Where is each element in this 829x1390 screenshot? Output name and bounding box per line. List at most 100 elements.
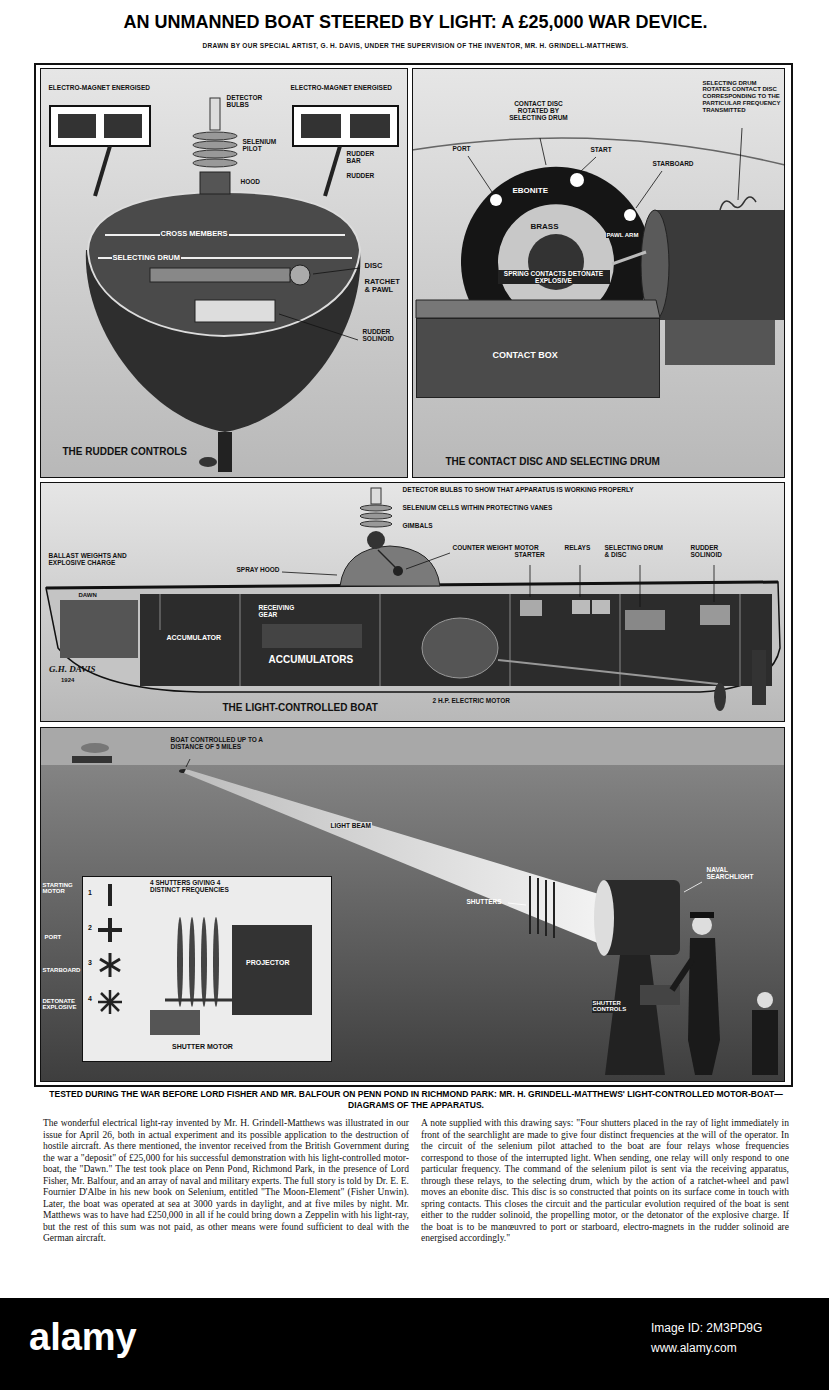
selecting-drum (625, 610, 665, 630)
part-label: GIMBALS (402, 522, 434, 529)
part-label: MOTOR STARTER (514, 544, 558, 559)
part-label: RUDDER SOLINOID (690, 544, 752, 559)
shutter (553, 882, 555, 938)
motor-starter (520, 600, 542, 616)
searchlight-lens (594, 880, 614, 956)
leader-line (508, 903, 526, 905)
part-label: DAWN (78, 592, 98, 599)
magnet-coil (301, 114, 341, 138)
part-label: SELECTING DRUM & DISC (604, 544, 666, 559)
contact-box-top (416, 300, 660, 318)
magnet-coil (350, 114, 390, 138)
watermark: alamy (28, 1316, 138, 1360)
leader-line (580, 565, 581, 597)
part-label: STARBOARD (652, 160, 695, 167)
part-label: SHUTTER MOTOR (171, 1043, 234, 1051)
drum-base (665, 320, 775, 365)
electro-magnet (293, 106, 398, 146)
part-label: SHUTTER CONTROLS (592, 1000, 638, 1014)
body-text: A note supplied with this drawing says: … (420, 1118, 790, 1245)
propeller (714, 683, 726, 711)
leader-line (580, 157, 596, 172)
shutter-blade (189, 917, 195, 1007)
part-label: STARBOARD (42, 967, 82, 974)
selenium-vane (193, 141, 237, 149)
selenium-vane (360, 513, 392, 519)
selenium-vane (193, 132, 237, 140)
part-label: 4 SHUTTERS GIVING 4 DISTINCT FREQUENCIES (149, 879, 231, 894)
leader-line (684, 882, 702, 892)
sailor-body (752, 1010, 778, 1075)
shutter-shaft (165, 999, 232, 1002)
panel: DETECTOR BULBS TO SHOW THAT APPARATUS IS… (40, 482, 785, 722)
pedestal (605, 955, 665, 1075)
inset-box: 1 2 3 4 4 SHUTTERS GIVING 4 DISTINCT FREQUEN… (82, 876, 332, 1062)
callout-number: 4 (87, 995, 93, 1003)
leader-line (636, 171, 662, 208)
part-label: BRASS (530, 222, 560, 231)
shutter-symbol (101, 993, 119, 1011)
part-label: PORT (452, 145, 472, 152)
part-label: PROJECTOR (245, 959, 290, 967)
bulkhead (510, 594, 511, 686)
magnet-coil (58, 114, 96, 138)
smoke (81, 743, 109, 753)
selenium-vane (360, 505, 392, 511)
part-label: ELECTRO-MAGNET ENERGISED (290, 84, 393, 91)
callout-number: 2 (87, 924, 93, 932)
panel-title: THE RUDDER CONTROLS (62, 446, 188, 458)
part-label: SELECTING DRUM ROTATES CONTACT DISC CORR… (702, 80, 782, 114)
detector-bulbs (371, 488, 381, 504)
part-label: SELECTING DRUM (112, 254, 182, 263)
sailor-head (757, 992, 773, 1008)
callout-number: 3 (87, 959, 93, 967)
bulkhead (240, 594, 241, 686)
part-label: SPRING CONTACTS DETONATE EXPLOSIVE (498, 270, 610, 285)
signature-date: 1924 (60, 677, 75, 684)
propeller (199, 457, 217, 467)
bulkhead (160, 594, 161, 630)
counter-weight (393, 566, 403, 576)
electric-motor (422, 618, 498, 678)
part-label: COUNTER WEIGHT (452, 544, 514, 551)
box-label: CONTACT BOX (492, 350, 559, 360)
part-label: ELECTRO-MAGNET ENERGISED (48, 84, 151, 91)
callout-number: 1 (87, 889, 93, 897)
shutter (529, 876, 531, 934)
part-label: EBONITE (512, 186, 550, 195)
watermark-bar (0, 1298, 829, 1390)
sea (40, 727, 785, 1082)
page-title: AN UNMANNED BOAT STEERED BY LIGHT: A £25… (10, 12, 821, 33)
body-text: The wonderful electrical light-ray inven… (42, 1118, 410, 1245)
disc (290, 265, 310, 285)
contact-point (570, 173, 584, 187)
shutter-symbol (98, 928, 122, 932)
leader-line (468, 156, 492, 192)
panel-title: THE CONTACT DISC AND SELECTING DRUM (445, 456, 661, 468)
panel: ELECTRO-MAGNET ENERGISED ELECTRO-MAGNET E… (40, 68, 408, 478)
pendulum (378, 550, 396, 568)
projector (232, 925, 312, 1015)
rudder-solenoid (700, 605, 730, 625)
shutter-symbol (101, 993, 119, 1011)
leader-line (540, 138, 546, 165)
part-label: BALLAST WEIGHTS AND EXPLOSIVE CHARGE (48, 552, 138, 567)
leader-line (313, 268, 360, 274)
bulkhead (620, 594, 621, 686)
selenium-vane (193, 150, 237, 158)
selecting-drum (150, 268, 290, 282)
bulkhead (380, 594, 381, 686)
selecting-drum (655, 210, 785, 320)
leader-line (279, 314, 358, 340)
relay (572, 600, 590, 614)
watermark: Image ID: 2M3PD9G (650, 1322, 763, 1336)
part-label: ACCUMULATOR (166, 634, 223, 642)
operator-body (688, 938, 720, 1075)
shutter (545, 880, 547, 936)
outer-frame (35, 64, 792, 1086)
relay (592, 600, 610, 614)
panel-ground (40, 482, 785, 722)
credit-line: DRAWN BY OUR SPECIAL ARTIST, G. H. DAVIS… (20, 42, 811, 49)
operator-arm (672, 960, 692, 990)
magnet-coil (104, 114, 142, 138)
